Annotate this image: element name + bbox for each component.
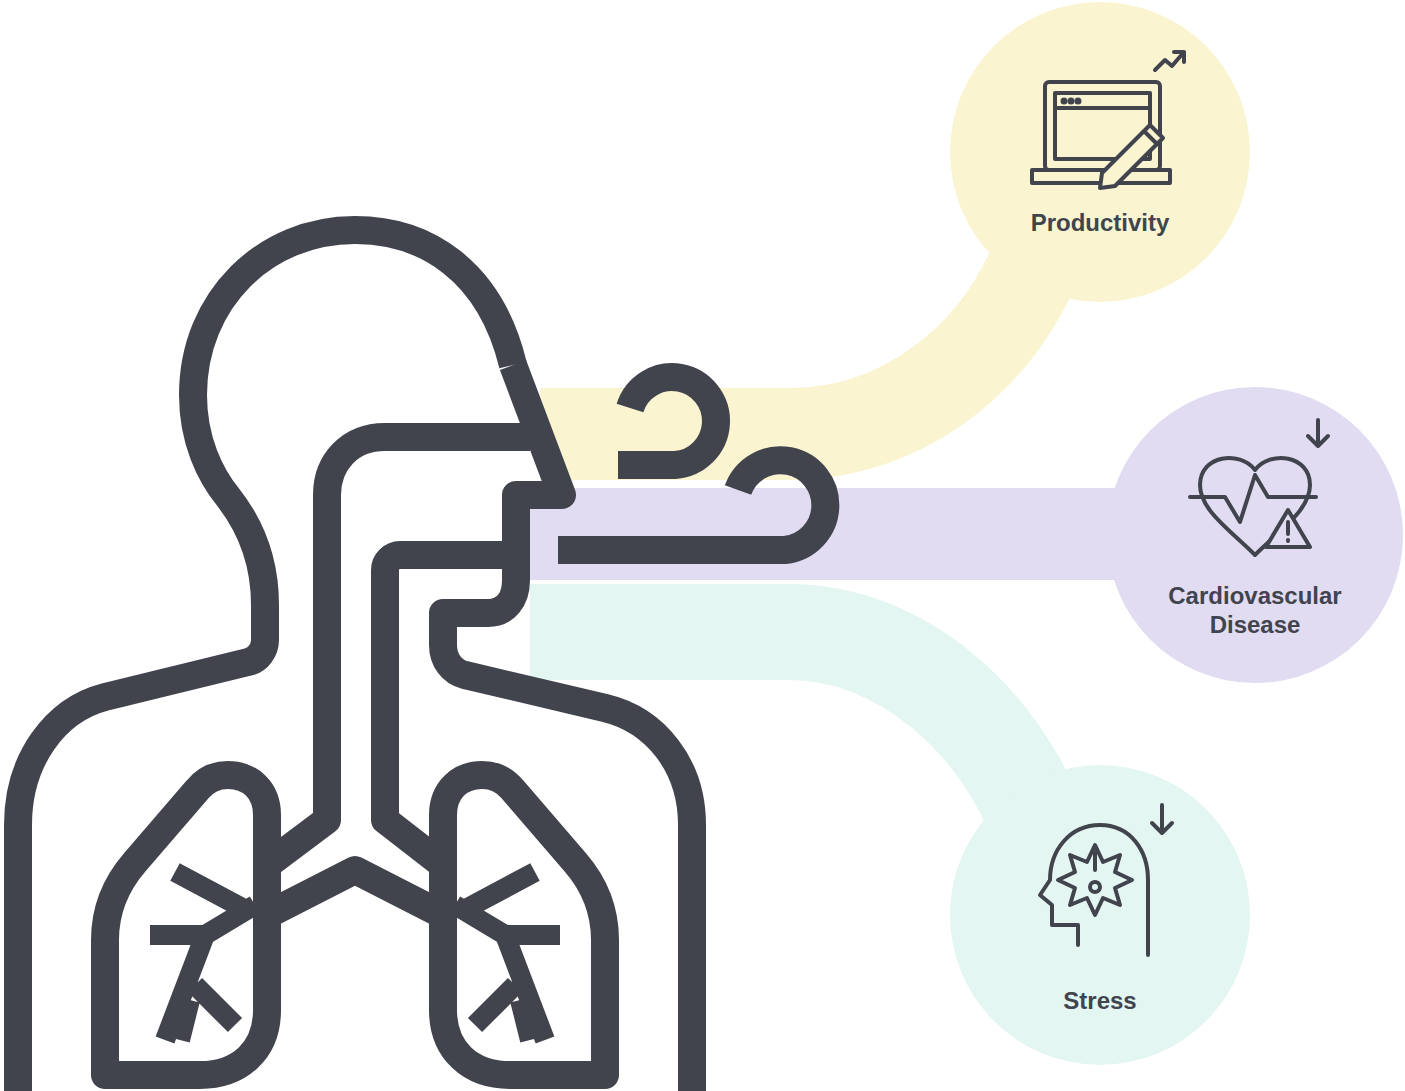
trend-arrow	[1155, 52, 1184, 70]
yellow-band	[540, 250, 1040, 434]
airway-outer	[267, 437, 530, 865]
dot	[1070, 100, 1073, 103]
heart	[1200, 458, 1310, 555]
head-profile	[1040, 825, 1148, 955]
warning-mark	[1286, 522, 1290, 541]
pulse-line	[1190, 475, 1316, 522]
outcome-circle: Cardiovascular Disease	[1107, 387, 1403, 683]
right-branches	[455, 872, 560, 1040]
down-arrow	[1152, 805, 1172, 833]
down-arrow	[1308, 420, 1328, 446]
outcome-circle: Productivity	[950, 2, 1250, 302]
outcome-label: Cardiovascular Disease	[1140, 581, 1370, 639]
bronchi	[267, 870, 443, 915]
outcome-label: Productivity	[965, 208, 1235, 237]
exclamation	[1093, 852, 1097, 870]
left-branches	[150, 872, 255, 1040]
outcome-circle: Stress	[950, 765, 1250, 1065]
laptop-icon	[1032, 52, 1184, 188]
breath-swirls	[558, 377, 825, 550]
swirl-top	[618, 377, 716, 465]
window-bar	[1055, 106, 1150, 110]
laptop-window	[1055, 93, 1150, 159]
purple-band	[530, 488, 1160, 580]
swirl-bottom	[558, 460, 825, 550]
pencil	[1100, 125, 1163, 188]
stress-burst	[1058, 845, 1132, 915]
colour-bands	[530, 250, 1160, 830]
laptop-base	[1032, 170, 1170, 183]
exclamation-dot	[1090, 882, 1100, 892]
laptop-screen	[1045, 82, 1160, 170]
lung-branches	[150, 872, 560, 1040]
green-band	[530, 632, 1040, 830]
dot	[1077, 100, 1080, 103]
dot	[1063, 100, 1066, 103]
person-outline	[18, 230, 692, 1091]
head-icon	[1040, 805, 1172, 955]
outcome-label: Stress	[965, 986, 1235, 1015]
left-lung	[105, 775, 267, 1075]
heart-icon	[1190, 420, 1328, 555]
right-lung	[443, 775, 605, 1075]
warning-triangle	[1266, 510, 1310, 547]
